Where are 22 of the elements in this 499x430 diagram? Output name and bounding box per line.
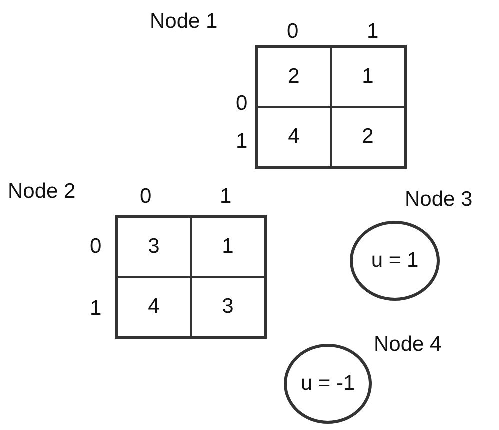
node-title: Node 2: [8, 180, 76, 204]
payoff-cell: 1: [191, 218, 264, 277]
row-header: 1: [236, 130, 248, 154]
utility-value: u = -1: [300, 372, 356, 396]
column-header: 0: [140, 185, 152, 209]
row-header: 0: [90, 235, 102, 259]
node-title: Node 3: [405, 188, 473, 212]
node-title: Node 1: [150, 10, 218, 34]
column-header: 1: [367, 20, 379, 44]
row-header: 0: [236, 92, 248, 116]
payoff-cell: 4: [258, 107, 331, 166]
node-title: Node 4: [374, 333, 442, 357]
payoff-cell: 2: [258, 48, 331, 107]
column-header: 0: [287, 20, 299, 44]
column-header: 1: [220, 185, 232, 209]
row-header: 1: [90, 297, 102, 321]
payoff-cell: 3: [118, 218, 191, 277]
payoff-cell: 1: [331, 48, 404, 107]
payoff-cell: 3: [191, 277, 264, 336]
utility-value: u = 1: [371, 249, 419, 273]
payoff-cell: 4: [118, 277, 191, 336]
payoff-cell: 2: [331, 107, 404, 166]
